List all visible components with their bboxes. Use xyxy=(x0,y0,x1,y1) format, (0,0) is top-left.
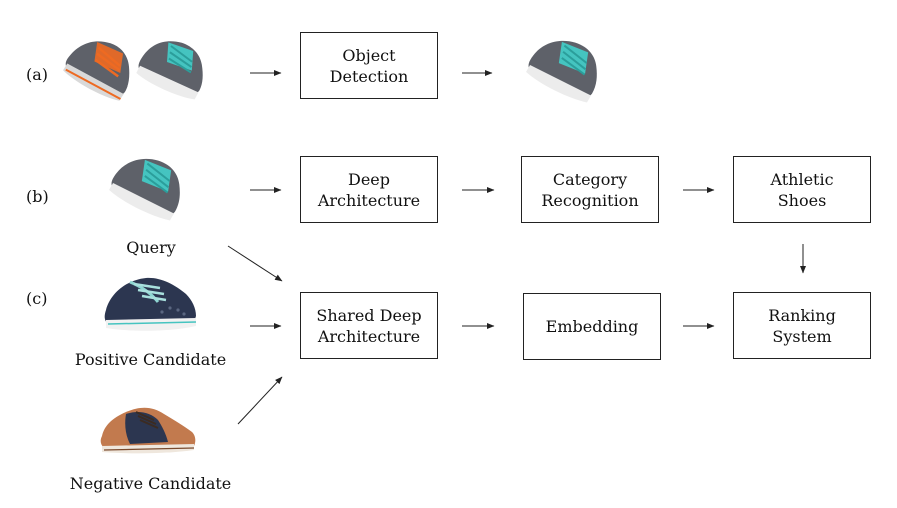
arrow-negative-to-shared xyxy=(237,376,283,425)
detected-sneaker-icon xyxy=(526,40,597,103)
negative-candidate-caption: Negative Candidate xyxy=(69,474,232,493)
object-detection-box: Object Detection xyxy=(300,32,438,99)
deep-architecture-box: Deep Architecture xyxy=(300,156,438,223)
row-label-b: (b) xyxy=(26,187,49,206)
embedding-box: Embedding xyxy=(523,293,661,360)
gray-teal-sneaker-icon xyxy=(136,41,203,100)
orange-gray-sneaker-icon xyxy=(63,41,130,101)
shared-deep-architecture-box: Shared Deep Architecture xyxy=(300,292,438,359)
ranking-system-box: Ranking System xyxy=(733,292,871,359)
row-label-a: (a) xyxy=(26,65,49,84)
brown-oxford-shoe-icon xyxy=(100,407,196,454)
query-sneaker-icon xyxy=(109,158,180,221)
query-caption: Query xyxy=(126,238,176,257)
row-label-c: (c) xyxy=(26,289,48,308)
category-recognition-box: Category Recognition xyxy=(521,156,659,223)
navy-knit-sneaker-icon xyxy=(104,277,197,331)
arrow-query-to-shared xyxy=(227,245,283,282)
athletic-shoes-box: Athletic Shoes xyxy=(733,156,871,223)
positive-candidate-caption: Positive Candidate xyxy=(74,350,227,369)
